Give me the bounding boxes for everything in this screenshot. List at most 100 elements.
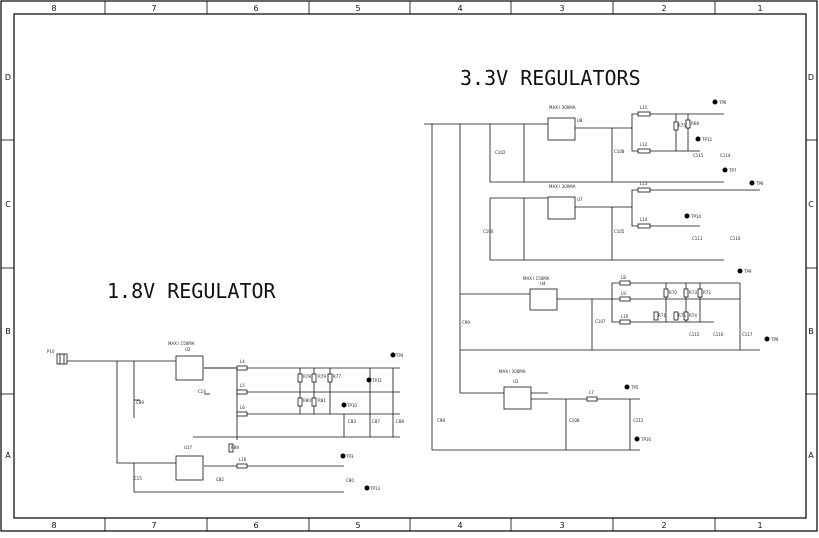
reg18-title: 1.8V REGULATOR <box>107 279 277 303</box>
testpoint-tp13 <box>364 485 370 491</box>
resistor-r79 <box>311 373 317 383</box>
col-label-3-bottom: 3 <box>559 521 564 530</box>
testpoint-tp8 <box>749 180 755 186</box>
testpoint-tp8-label: TP8 <box>755 181 764 186</box>
testpoint-tp9-b-label: TP9 <box>770 337 779 342</box>
testpoint-tp9-b <box>764 336 770 342</box>
cap-c100-label: C100 <box>483 229 494 234</box>
resistor-r71-label: R71 <box>658 313 666 318</box>
inductor-l16-label: L16 <box>239 457 247 462</box>
u4-max: MAX I 150MA <box>523 276 550 281</box>
resistor-r76-label: R76 <box>678 313 686 318</box>
row-label-d-left: D <box>5 73 11 82</box>
resistor-r80-label: R80 <box>303 398 311 403</box>
testpoint-tp5 <box>624 384 630 390</box>
col-label-8-top: 8 <box>51 4 56 13</box>
testpoint-tp6-label: TP6 <box>718 100 727 105</box>
regulator-u2 <box>175 355 204 381</box>
resistor-r77-label: R77 <box>333 374 341 379</box>
u8-max: MAX I 300MA <box>549 105 576 110</box>
resistor-r78 <box>297 373 303 383</box>
inductor-l10-label: L10 <box>621 314 629 319</box>
testpoint-tp9-a-label: TP9 <box>743 269 752 274</box>
row-label-d-right: D <box>808 73 814 82</box>
inductor-l7 <box>586 396 598 402</box>
testpoint-tp10 <box>341 402 347 408</box>
row-label-c-right: C <box>808 200 814 209</box>
testpoint-tp7 <box>722 167 728 173</box>
cap-c114-label: C114 <box>720 153 731 158</box>
cap-c82-label: C82 <box>216 477 224 482</box>
resistor-r76 <box>673 311 679 321</box>
regulator-u7 <box>547 196 576 220</box>
inductor-l4-label: L4 <box>240 359 245 364</box>
resistor-r75 <box>673 121 679 131</box>
cap-c89-label: C89 <box>136 400 144 405</box>
cap-c88-label: C88 <box>396 419 404 424</box>
cap-c102-label: C102 <box>495 150 506 155</box>
resistor-r72-label: R72 <box>703 290 711 295</box>
testpoint-tp3-label: TP3 <box>345 454 354 459</box>
resistor-r72 <box>697 288 703 298</box>
cap-c116-label: C116 <box>713 332 724 337</box>
cap-c108b-label: C108 <box>569 418 580 423</box>
resistor-r80 <box>297 397 303 407</box>
col-label-7-top: 7 <box>151 4 156 13</box>
testpoint-tp14-label: TP14 <box>690 214 701 219</box>
col-label-3-top: 3 <box>559 4 564 13</box>
cap-c83-label: C83 <box>348 419 356 424</box>
resistor-r68-label: R68 <box>691 121 699 126</box>
row-label-a-right: A <box>808 451 814 460</box>
testpoint-tp7-label: TP7 <box>728 168 737 173</box>
resistor-r73-label: R73 <box>689 290 697 295</box>
cap-c115a-label: C115 <box>693 153 704 158</box>
resistor-r74 <box>683 311 689 321</box>
cap-c112-label: C112 <box>633 418 644 423</box>
resistor-r88 <box>228 443 234 453</box>
inductor-l12-label: L12 <box>640 142 648 147</box>
testpoint-tp4-label: TP4 <box>395 353 404 358</box>
col-label-8-bottom: 8 <box>51 521 56 530</box>
col-label-5-top: 5 <box>355 4 360 13</box>
col-label-7-bottom: 7 <box>151 521 156 530</box>
cap-c107-label: C107 <box>595 319 606 324</box>
u7-ref: U7 <box>577 197 583 202</box>
testpoint-tp5-label: TP5 <box>630 385 639 390</box>
inductor-l13-label: L13 <box>640 181 648 186</box>
col-label-4-bottom: 4 <box>457 521 462 530</box>
resistor-r74-label: R74 <box>689 313 697 318</box>
resistor-r81-label: R81 <box>318 398 326 403</box>
col-label-5-bottom: 5 <box>355 521 360 530</box>
u4-ref: U4 <box>540 281 546 286</box>
inductor-l11-label: L11 <box>640 105 648 110</box>
resistor-r75-label: R75 <box>678 123 686 128</box>
cap-c108-label: C108 <box>614 149 625 154</box>
u7-max: MAX I 300MA <box>549 184 576 189</box>
inductor-l9-label: L9 <box>621 291 626 296</box>
cap-c15-label: C15 <box>134 476 142 481</box>
cap-c87-label: C87 <box>372 419 380 424</box>
row-label-b-right: B <box>808 327 814 336</box>
connector-ref: P10 <box>47 349 55 354</box>
inductor-l16 <box>236 463 248 469</box>
resistor-r73 <box>683 288 689 298</box>
col-label-2-bottom: 2 <box>661 521 666 530</box>
row-label-a-left: A <box>5 451 11 460</box>
col-label-1-bottom: 1 <box>757 521 762 530</box>
testpoint-tp3 <box>340 453 346 459</box>
cap-c115b-label: C115 <box>689 332 700 337</box>
u3-max: MAX I 300MA <box>499 369 526 374</box>
inductor-l14 <box>637 223 651 229</box>
regulator-u17 <box>175 455 204 481</box>
resistor-r70 <box>663 288 669 298</box>
inductor-l6-label: L6 <box>240 405 245 410</box>
cap-c117-label: C117 <box>742 332 753 337</box>
testpoint-tp9-a <box>737 268 743 274</box>
inductor-l5 <box>236 389 248 395</box>
cap-c80-label: C80 <box>346 478 354 483</box>
reg18-circuit: P10 MAX I 150MA U2 L4 L5 L6 R78 R79 R77 … <box>47 341 404 493</box>
resistor-r71 <box>653 311 659 321</box>
inductor-l4 <box>236 365 248 371</box>
resistor-r70-label: R70 <box>669 290 677 295</box>
